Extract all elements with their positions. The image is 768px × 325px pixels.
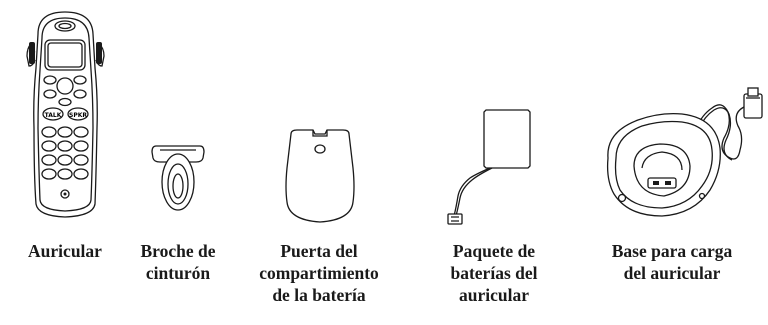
battery-pack-icon <box>440 104 540 230</box>
caption-line: auricular <box>459 285 529 305</box>
caption-charging-base: Base para carga del auricular <box>586 240 758 284</box>
talk-key-label: TALK <box>45 112 62 119</box>
caption-line: baterías del <box>450 263 538 283</box>
caption-line: cinturón <box>145 263 211 283</box>
caption-line: Base para carga <box>611 241 733 261</box>
caption-line: compartimiento <box>259 263 379 283</box>
speaker-key-label: SPKR <box>69 112 87 119</box>
caption-line: Paquete de <box>452 241 536 261</box>
charging-base-icon <box>598 86 764 226</box>
caption-battery-door: Puerta del compartimiento de la batería <box>244 240 394 306</box>
caption-line: Broche de <box>140 241 216 261</box>
caption-line: Auricular <box>28 241 102 261</box>
caption-line: del auricular <box>623 263 721 283</box>
cordless-handset-icon: TALK SPKR <box>18 8 113 220</box>
battery-door-icon <box>283 128 357 224</box>
caption-battery-pack: Paquete de baterías del auricular <box>430 240 558 306</box>
belt-clip-icon <box>150 140 206 215</box>
caption-belt-clip: Broche de cinturón <box>124 240 232 284</box>
caption-line: de la batería <box>272 285 366 305</box>
keypad <box>41 126 89 180</box>
caption-line: Puerta del <box>280 241 358 261</box>
caption-handset: Auricular <box>8 240 122 262</box>
